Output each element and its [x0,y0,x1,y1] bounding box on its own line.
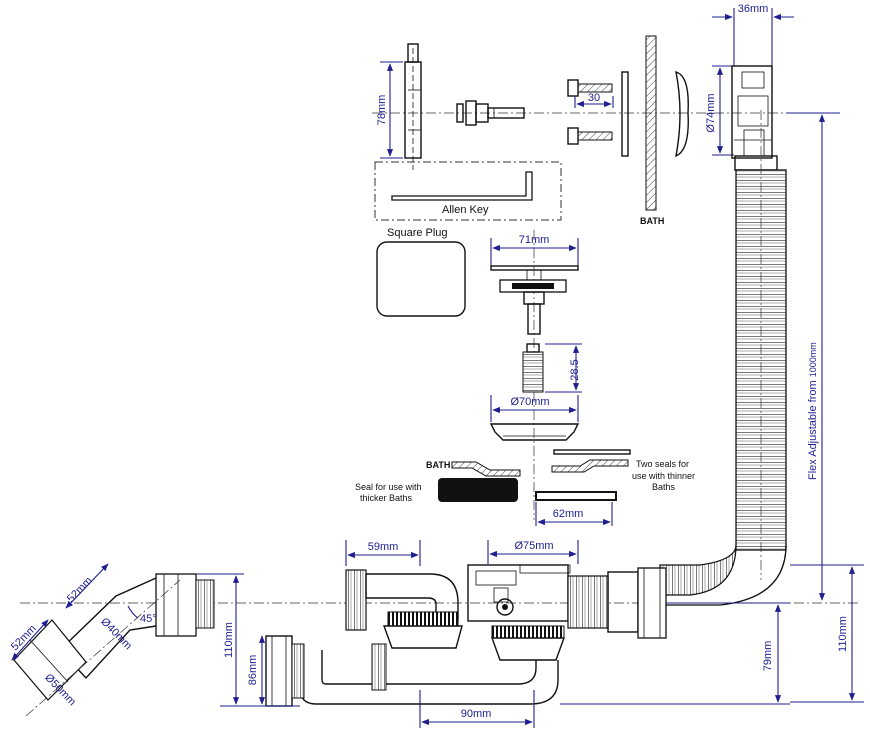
thin-seal [535,491,617,501]
dim-28-5: 28.5 [569,359,581,380]
dim-78mm: 78mm [376,95,388,126]
dim-45: 45° [140,613,157,625]
dim-30: 30 [588,92,600,104]
allen-key-panel: Allen Key [374,161,562,221]
dim-110mm-right: 110mm [837,616,849,652]
bath-seals: BATH Seal for use with thicker Baths Two… [355,449,695,526]
dim-70mm: Ø70mm [510,396,549,408]
dim-110mm-left: 110mm [223,622,235,658]
dim-59mm: 59mm [368,541,399,553]
bath-wall-top [645,35,657,211]
dim-71mm: 71mm [519,234,550,246]
dim-74mm: Ø74mm [705,93,717,132]
seal-thin-line1: Two seals for [636,459,689,469]
elbow-45 [13,573,215,717]
plug-assembly: 71mm 28.5 Ø70mm [489,230,582,520]
dim-90mm: 90mm [461,708,492,720]
overflow-components: 78mm 30 BATH 36mm [372,3,794,226]
overflow-body [731,65,778,171]
bath-label-top: BATH [640,216,664,226]
dim-79mm: 79mm [762,641,774,672]
seal-thick-line1: Seal for use with [355,482,422,492]
dim-86mm: 86mm [247,655,259,686]
overflow-pin [456,100,525,126]
overflow-seal [675,71,689,158]
square-plug-label: Square Plug [387,227,448,239]
square-plug-panel: Square Plug [376,227,466,317]
dim-62mm: 62mm [553,508,584,520]
allen-key-label: Allen Key [442,204,489,216]
dim-40mm: Ø40mm [98,616,134,652]
flex-adjustable-label: Flex Adjustable from 1000mm [807,342,819,480]
seal-thin-line2: use with thinner [632,471,695,481]
bath-label-mid: BATH [426,460,450,470]
dim-52mm-upper: 52mm [65,575,95,605]
overflow-rod [404,43,422,170]
trap-assembly: Ø75mm 59mm [9,540,864,728]
overflow-plate [621,71,629,157]
dim-36mm: 36mm [738,3,769,15]
flex-hose: Flex Adjustable from 1000mm [659,110,840,606]
seal-thick-line2: thicker Baths [360,493,413,503]
seal-thin-line3: Baths [652,482,676,492]
overflow-screws [567,79,613,145]
thick-seal [438,478,518,502]
dim-75mm: Ø75mm [514,540,553,552]
